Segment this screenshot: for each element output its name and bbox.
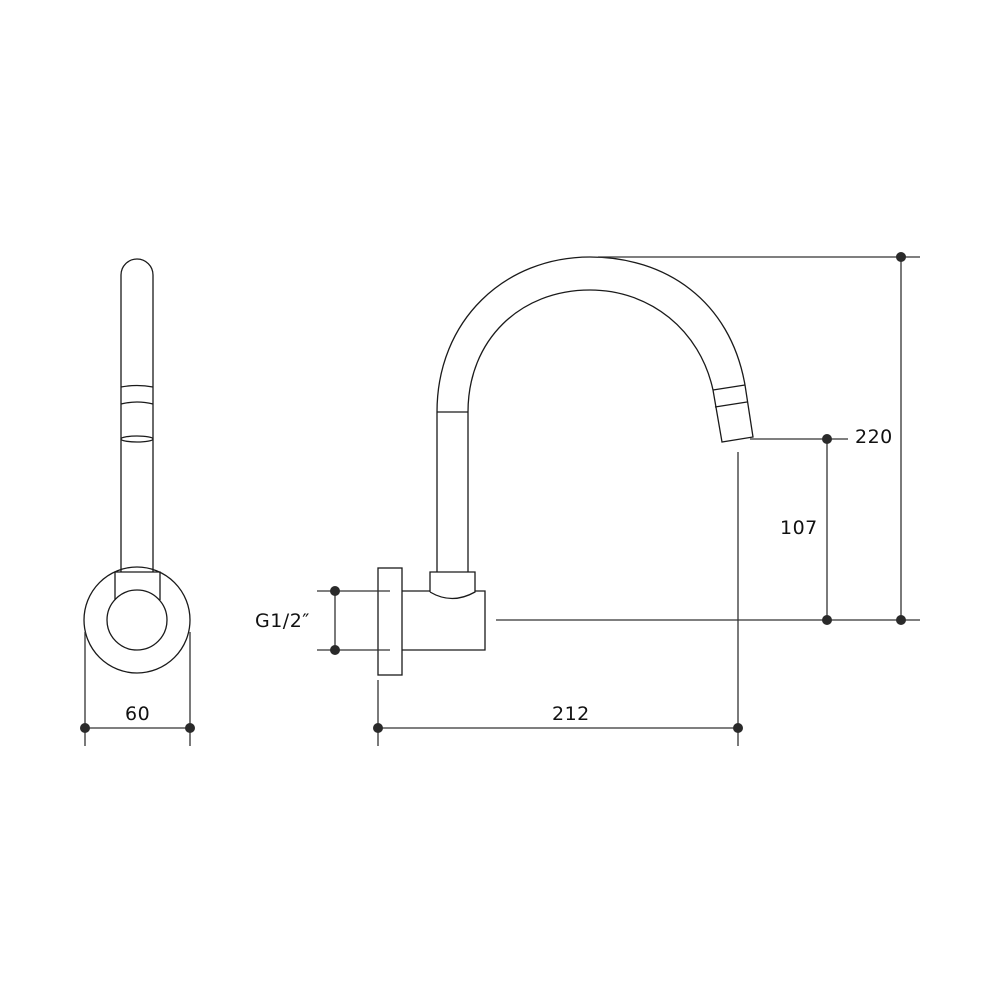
side-flange-inner <box>106 589 168 651</box>
body <box>402 590 486 651</box>
wall-flange <box>377 567 403 676</box>
front-view <box>317 252 920 746</box>
dim-label-overall-height: 220 <box>855 426 893 448</box>
spout-arc-inner <box>467 289 714 413</box>
dim-label-outlet-height: 107 <box>780 517 818 539</box>
outlet-aerator <box>712 384 754 443</box>
side-flange-outer <box>83 566 191 674</box>
swivel-nut <box>429 571 476 600</box>
outlet-ring-top <box>712 384 746 391</box>
side-aerator <box>120 435 154 443</box>
dim-label-flange-diameter: 60 <box>125 703 151 725</box>
outlet-ring-bottom <box>714 401 748 408</box>
dim-label-projection: 212 <box>552 703 590 725</box>
side-collar <box>114 571 161 600</box>
side-view <box>80 258 195 746</box>
side-ring-bottom <box>120 401 154 405</box>
side-spout-tube <box>120 258 154 572</box>
side-ring-top <box>120 384 154 388</box>
spout-arc-outer <box>436 256 746 413</box>
dim-label-thread: G1/2″ <box>255 610 310 632</box>
